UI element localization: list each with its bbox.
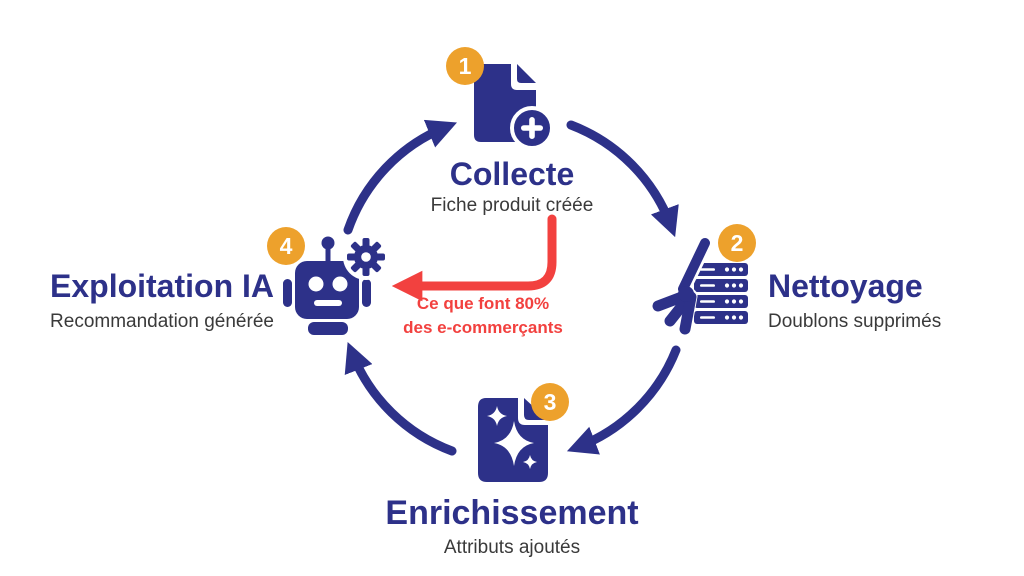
robot-gear-icon [283,234,389,335]
shortcut-arrow [391,214,557,302]
step-enrichissement-title: Enrichissement [385,494,639,532]
step-enrichissement: Enrichissement Attributs ajoutés [337,494,687,560]
step-collecte-title: Collecte [449,156,575,192]
step-collecte-subtitle: Fiche produit créée [430,195,594,216]
cycle-arrows [343,119,681,456]
step-nettoyage-subtitle: Doublons supprimés [768,311,942,332]
step-collecte: Collecte Fiche produit créée [362,156,662,218]
step-3-number-badge: 3 [531,383,569,421]
arc-enrichissement-to-exploitation [344,341,457,456]
step-enrichissement-subtitle: Attributs ajoutés [443,537,581,558]
step-1-number-badge: 1 [446,47,484,85]
shortcut-annotation-line2: des e-commerçants [403,318,563,337]
step-2-number-badge: 2 [718,224,756,262]
arc-exploitation-to-collecte [343,119,458,235]
shortcut-annotation-line1: Ce que font 80% [416,294,550,313]
arc-collecte-to-nettoyage [566,120,679,238]
step-exploitation: Exploitation IA Recommandation générée [14,268,310,334]
arc-nettoyage-to-enrichissement [566,345,681,455]
step-nettoyage-title: Nettoyage [768,268,923,304]
broom-server-icon [649,235,748,338]
shortcut-annotation: Ce que font 80% des e-commerçants [388,292,578,340]
document-add-icon [474,64,554,150]
step-4-number-badge: 4 [267,227,305,265]
step-exploitation-title: Exploitation IA [50,268,274,304]
step-exploitation-subtitle: Recommandation générée [50,311,274,332]
step-nettoyage: Nettoyage Doublons supprimés [768,268,998,334]
